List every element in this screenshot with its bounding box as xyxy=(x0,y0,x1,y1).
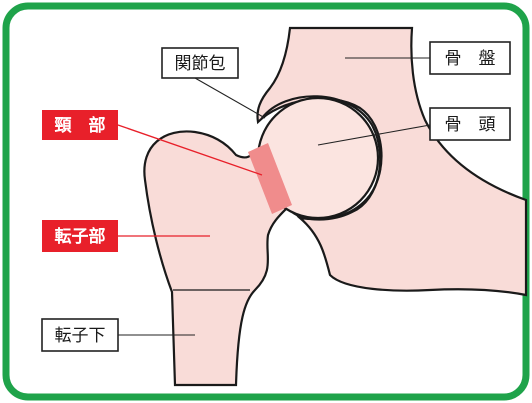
label-trochanter: 転子部 xyxy=(42,220,118,252)
neck-highlight xyxy=(248,143,292,214)
pelvis-shape xyxy=(256,26,528,297)
capsule-leader xyxy=(194,77,266,119)
femur-shape xyxy=(143,130,292,387)
label-neck: 頸 部 xyxy=(42,110,118,140)
svg-text:骨 盤: 骨 盤 xyxy=(445,49,496,69)
svg-text:頸 部: 頸 部 xyxy=(55,115,106,136)
svg-text:骨 頭: 骨 頭 xyxy=(445,115,496,135)
acetabulum-rim xyxy=(261,95,382,221)
label-pelvis: 骨 盤 xyxy=(429,41,511,75)
svg-text:転子下: 転子下 xyxy=(55,326,106,346)
head-leader xyxy=(317,124,431,146)
neck-leader xyxy=(117,124,263,176)
svg-text:転子部: 転子部 xyxy=(55,226,106,247)
label-subtrochanter: 転子下 xyxy=(41,318,119,352)
label-head: 骨 頭 xyxy=(429,107,511,141)
label-capsule: 関節包 xyxy=(161,47,239,79)
svg-text:関節包: 関節包 xyxy=(175,54,226,74)
